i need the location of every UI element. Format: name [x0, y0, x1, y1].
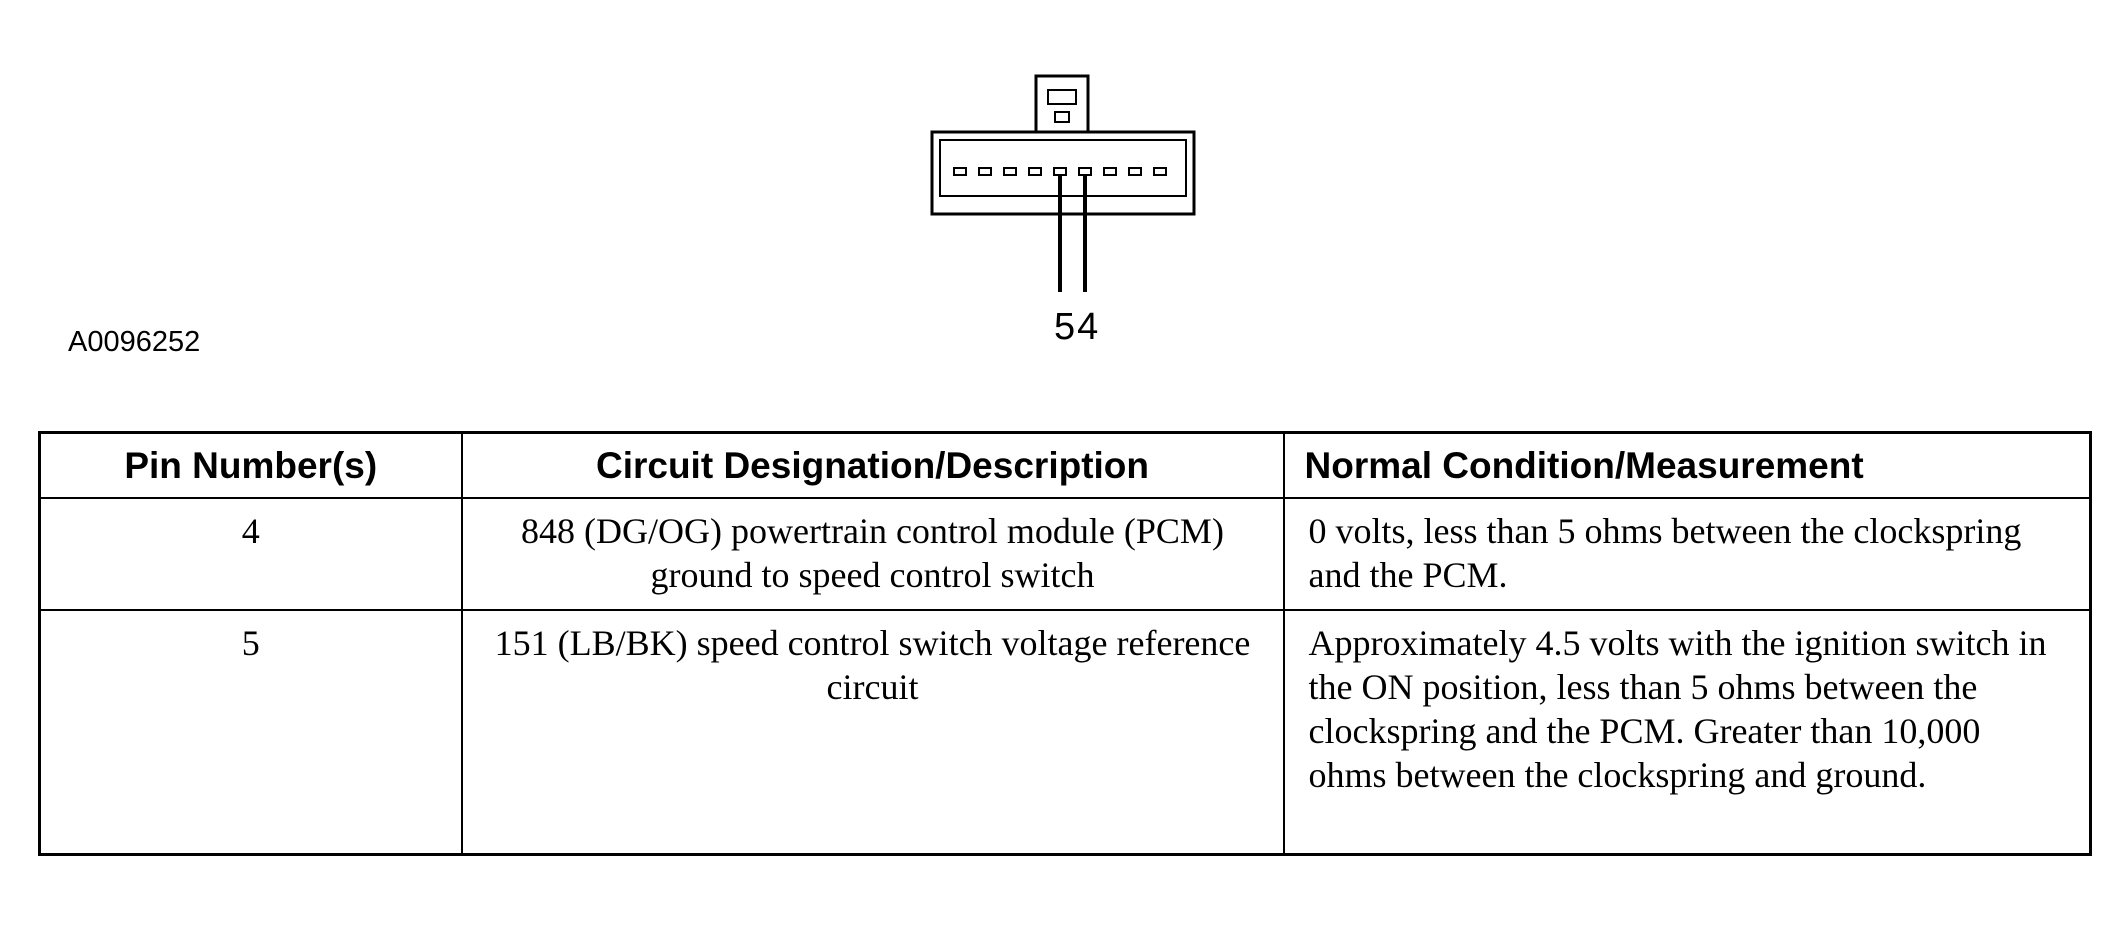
pin-cavity — [1053, 167, 1067, 176]
connector-diagram — [930, 70, 1200, 360]
pin-table: Pin Number(s) Circuit Designation/Descri… — [38, 431, 2092, 856]
pin-number-cell: 4 — [38, 497, 463, 611]
connector-drawing — [930, 74, 1196, 292]
pin-cavity — [1103, 167, 1117, 176]
pin-cavity — [953, 167, 967, 176]
normal-condition-cell: Approximately 4.5 volts with the ignitio… — [1282, 609, 2092, 856]
latch-window — [1047, 89, 1077, 105]
table-row: 4 848 (DG/OG) powertrain control module … — [38, 497, 2092, 611]
connector-latch — [1034, 74, 1090, 138]
pin-cavity — [1078, 167, 1092, 176]
pin-cavity — [978, 167, 992, 176]
table-header-row: Pin Number(s) Circuit Designation/Descri… — [38, 431, 2092, 499]
pin-cavity — [1128, 167, 1142, 176]
circuit-description-cell: 151 (LB/BK) speed control switch voltage… — [460, 609, 1285, 856]
normal-condition-cell: 0 volts, less than 5 ohms between the cl… — [1282, 497, 2092, 611]
circuit-description-cell: 848 (DG/OG) powertrain control module (P… — [460, 497, 1285, 611]
figure-id: A0096252 — [68, 326, 201, 358]
pin-cavity — [1153, 167, 1167, 176]
pin-number-cell: 5 — [38, 609, 463, 856]
header-normal-condition: Normal Condition/Measurement — [1282, 431, 2092, 499]
pin-cavity — [1003, 167, 1017, 176]
pin-cavity — [1028, 167, 1042, 176]
header-pin-numbers: Pin Number(s) — [38, 431, 463, 499]
table-row: 5 151 (LB/BK) speed control switch volta… — [38, 609, 2092, 856]
pin-cavities — [953, 167, 1167, 176]
pin-number-labels: 54 — [1054, 306, 1101, 348]
header-circuit-description: Circuit Designation/Description — [460, 431, 1285, 499]
latch-tab — [1054, 111, 1070, 123]
